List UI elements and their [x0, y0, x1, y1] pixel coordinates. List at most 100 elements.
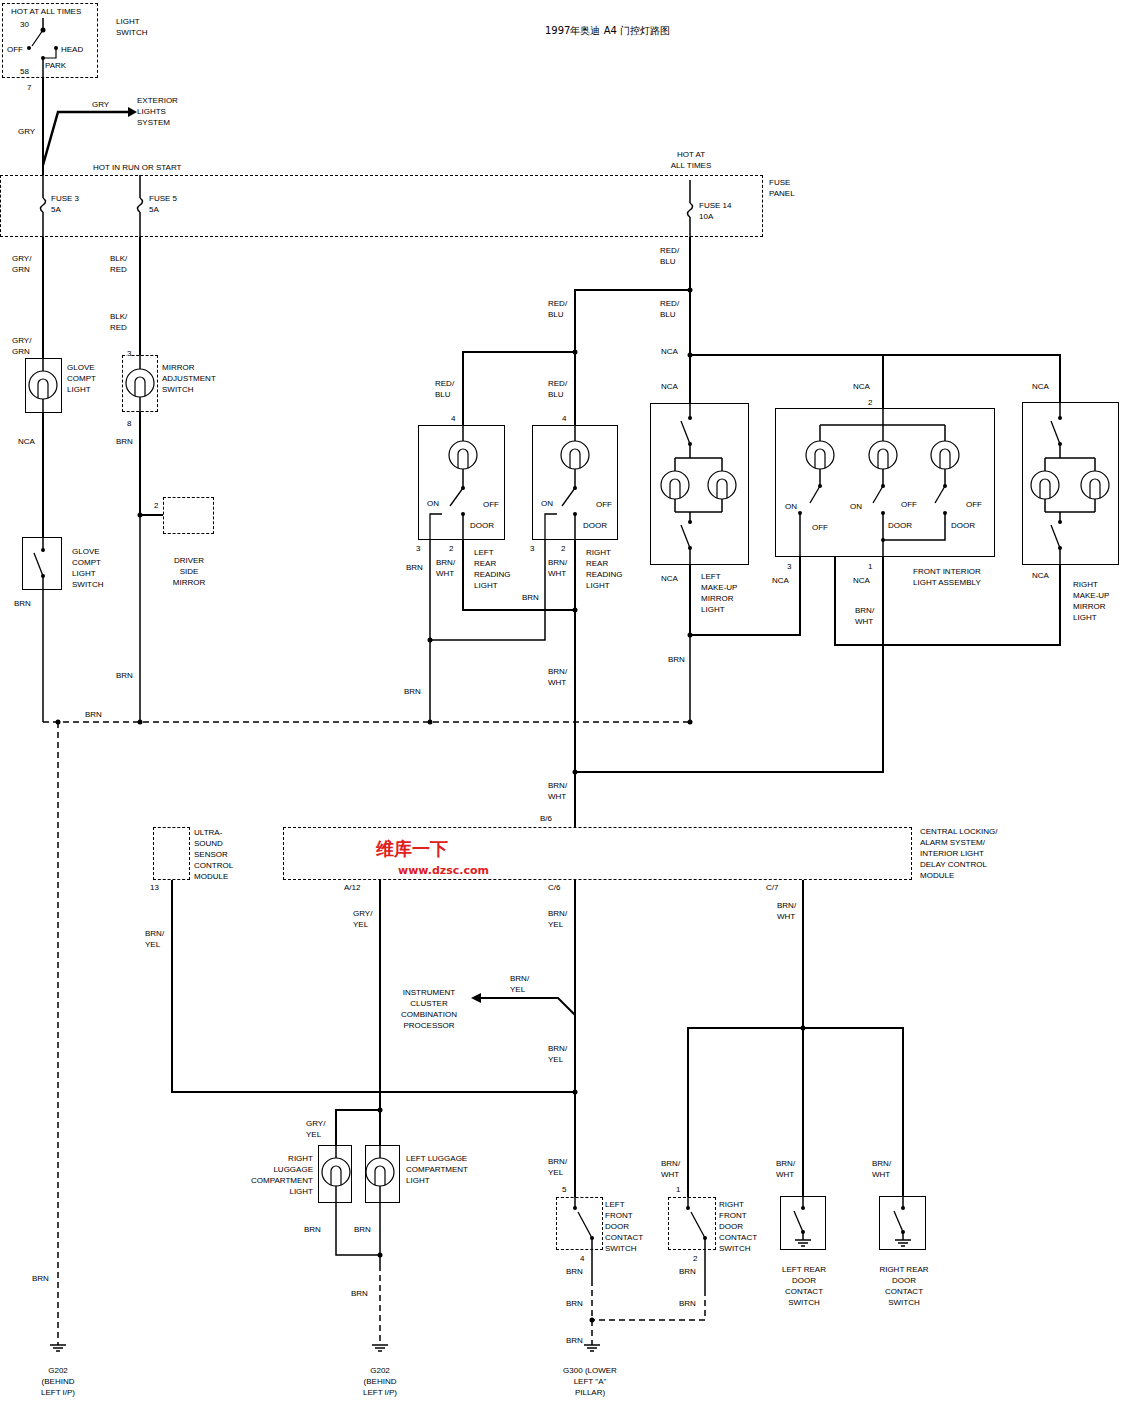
wire-label: NCA [661, 381, 678, 392]
wire-label: 2 [449, 543, 453, 554]
switch-blade [578, 1212, 592, 1238]
junction-dot [901, 1206, 905, 1210]
wire [1059, 548, 1061, 565]
wire-label: BRN [116, 670, 133, 681]
wire-label: BRN [354, 1224, 371, 1235]
wire [799, 513, 801, 557]
wire-connector [139, 237, 141, 355]
wire [944, 425, 946, 441]
wire-connector [42, 413, 44, 537]
wire-connector [803, 880, 903, 1196]
wire [1045, 457, 1095, 459]
wire-label: GRY/ GRN [12, 253, 35, 275]
wire-label: 2 [868, 397, 872, 408]
wire [802, 1232, 804, 1240]
junction-dot [688, 416, 692, 420]
junction-dot [881, 538, 885, 542]
wire-connector [42, 78, 44, 175]
lamp-symbol [806, 441, 834, 469]
junction-dot [56, 720, 61, 725]
switch-blade [935, 486, 945, 503]
switch-blade [450, 488, 463, 506]
switch-contact [430, 514, 442, 540]
wire-label: BRN [406, 562, 423, 573]
component-label: LEFT FRONT DOOR CONTACT SWITCH [605, 1199, 647, 1254]
wire-label: 2 [154, 500, 158, 511]
wire-label: BRN/ WHT [548, 780, 571, 802]
wire-label: BRN [522, 592, 539, 603]
wire [591, 1250, 593, 1280]
fuse-symbol [41, 198, 46, 212]
lamp-symbol [1031, 471, 1059, 499]
wire [462, 425, 464, 441]
ground-symbol [898, 1242, 908, 1244]
component-label: RIGHT REAR DOOR CONTACT SWITCH [874, 1264, 934, 1308]
wire-connector [688, 880, 803, 1197]
switch-contact [545, 514, 557, 540]
wire [944, 469, 946, 486]
wire-label: RED/ BLU [435, 378, 458, 400]
component-label: HEAD [61, 44, 83, 55]
wire [591, 1238, 593, 1250]
wire-label: BRN/ WHT [548, 666, 571, 688]
wire-label: G202 (BEHIND LEFT I/P) [356, 1365, 404, 1398]
lamp-symbol [322, 1158, 350, 1186]
switch-blade [873, 486, 883, 503]
wire-label: G202 (BEHIND LEFT I/P) [34, 1365, 82, 1398]
wire [1045, 511, 1095, 513]
wire [819, 425, 821, 441]
diagram-title: 1997年奥迪 A4 门控灯路图 [545, 25, 670, 36]
wire-connector [835, 557, 1060, 645]
component-box: RIGHT REAR DOOR CONTACT SWITCH [879, 1196, 926, 1250]
wire-label: RED/ BLU [548, 378, 571, 400]
wire-label: BRN [304, 1224, 321, 1235]
wire-label: BRN [566, 1266, 583, 1277]
component-label: MIRROR ADJUSTMENT SWITCH [162, 362, 218, 395]
wire [902, 1232, 904, 1240]
wire [1094, 499, 1096, 512]
component-label: LEFT MAKE-UP MIRROR LIGHT [701, 571, 741, 615]
component-label: LEFT REAR READING LIGHT [474, 547, 516, 591]
component-label: DOOR [888, 520, 912, 531]
wire-label: 4 [580, 1253, 584, 1264]
wire-connector [690, 237, 883, 408]
component-label: RIGHT MAKE-UP MIRROR LIGHT [1073, 579, 1113, 623]
wire-connector [140, 412, 163, 515]
wire [42, 175, 44, 198]
wire [704, 1238, 706, 1250]
component-box: LEFT MAKE-UP MIRROR LIGHT [650, 403, 749, 565]
junction-dot [801, 1206, 805, 1210]
wire [336, 1203, 380, 1255]
switch-blade [562, 488, 575, 506]
wire [42, 576, 44, 590]
wire [882, 408, 884, 425]
wire-connector [690, 557, 800, 635]
wire-label: 13 [150, 882, 159, 893]
lamp-filament [135, 377, 145, 396]
component-label: FUSE 5 5A [149, 193, 181, 215]
component-label: GLOVE COMPT LIGHT SWITCH [72, 546, 108, 590]
component-label: ON [541, 498, 553, 509]
wire [42, 358, 44, 371]
wire [1044, 458, 1046, 471]
wire-label: GRY [18, 126, 35, 137]
wire [689, 217, 691, 237]
ground-symbol [901, 1245, 905, 1247]
wire-label: NCA [853, 381, 870, 392]
component-box: RIGHT MAKE-UP MIRROR LIGHT [1022, 402, 1119, 565]
wire-label: 1 [676, 1184, 680, 1195]
wire [42, 212, 44, 237]
wire-label: BRN/ WHT [548, 557, 571, 579]
wire-label: BRN/ WHT [776, 1158, 799, 1180]
fuse-symbol [138, 198, 143, 212]
wire [43, 112, 128, 165]
wire [379, 1186, 381, 1203]
junction-dot [27, 46, 31, 50]
ground-symbol [50, 1344, 66, 1346]
wire-label: BRN/ WHT [777, 900, 800, 922]
switch-blade [794, 1211, 803, 1232]
component-label: OFF [596, 499, 612, 510]
ground-symbol [375, 1347, 385, 1349]
switch-blade [691, 1212, 705, 1238]
component-label: HOT AT ALL TIMES [11, 6, 81, 17]
